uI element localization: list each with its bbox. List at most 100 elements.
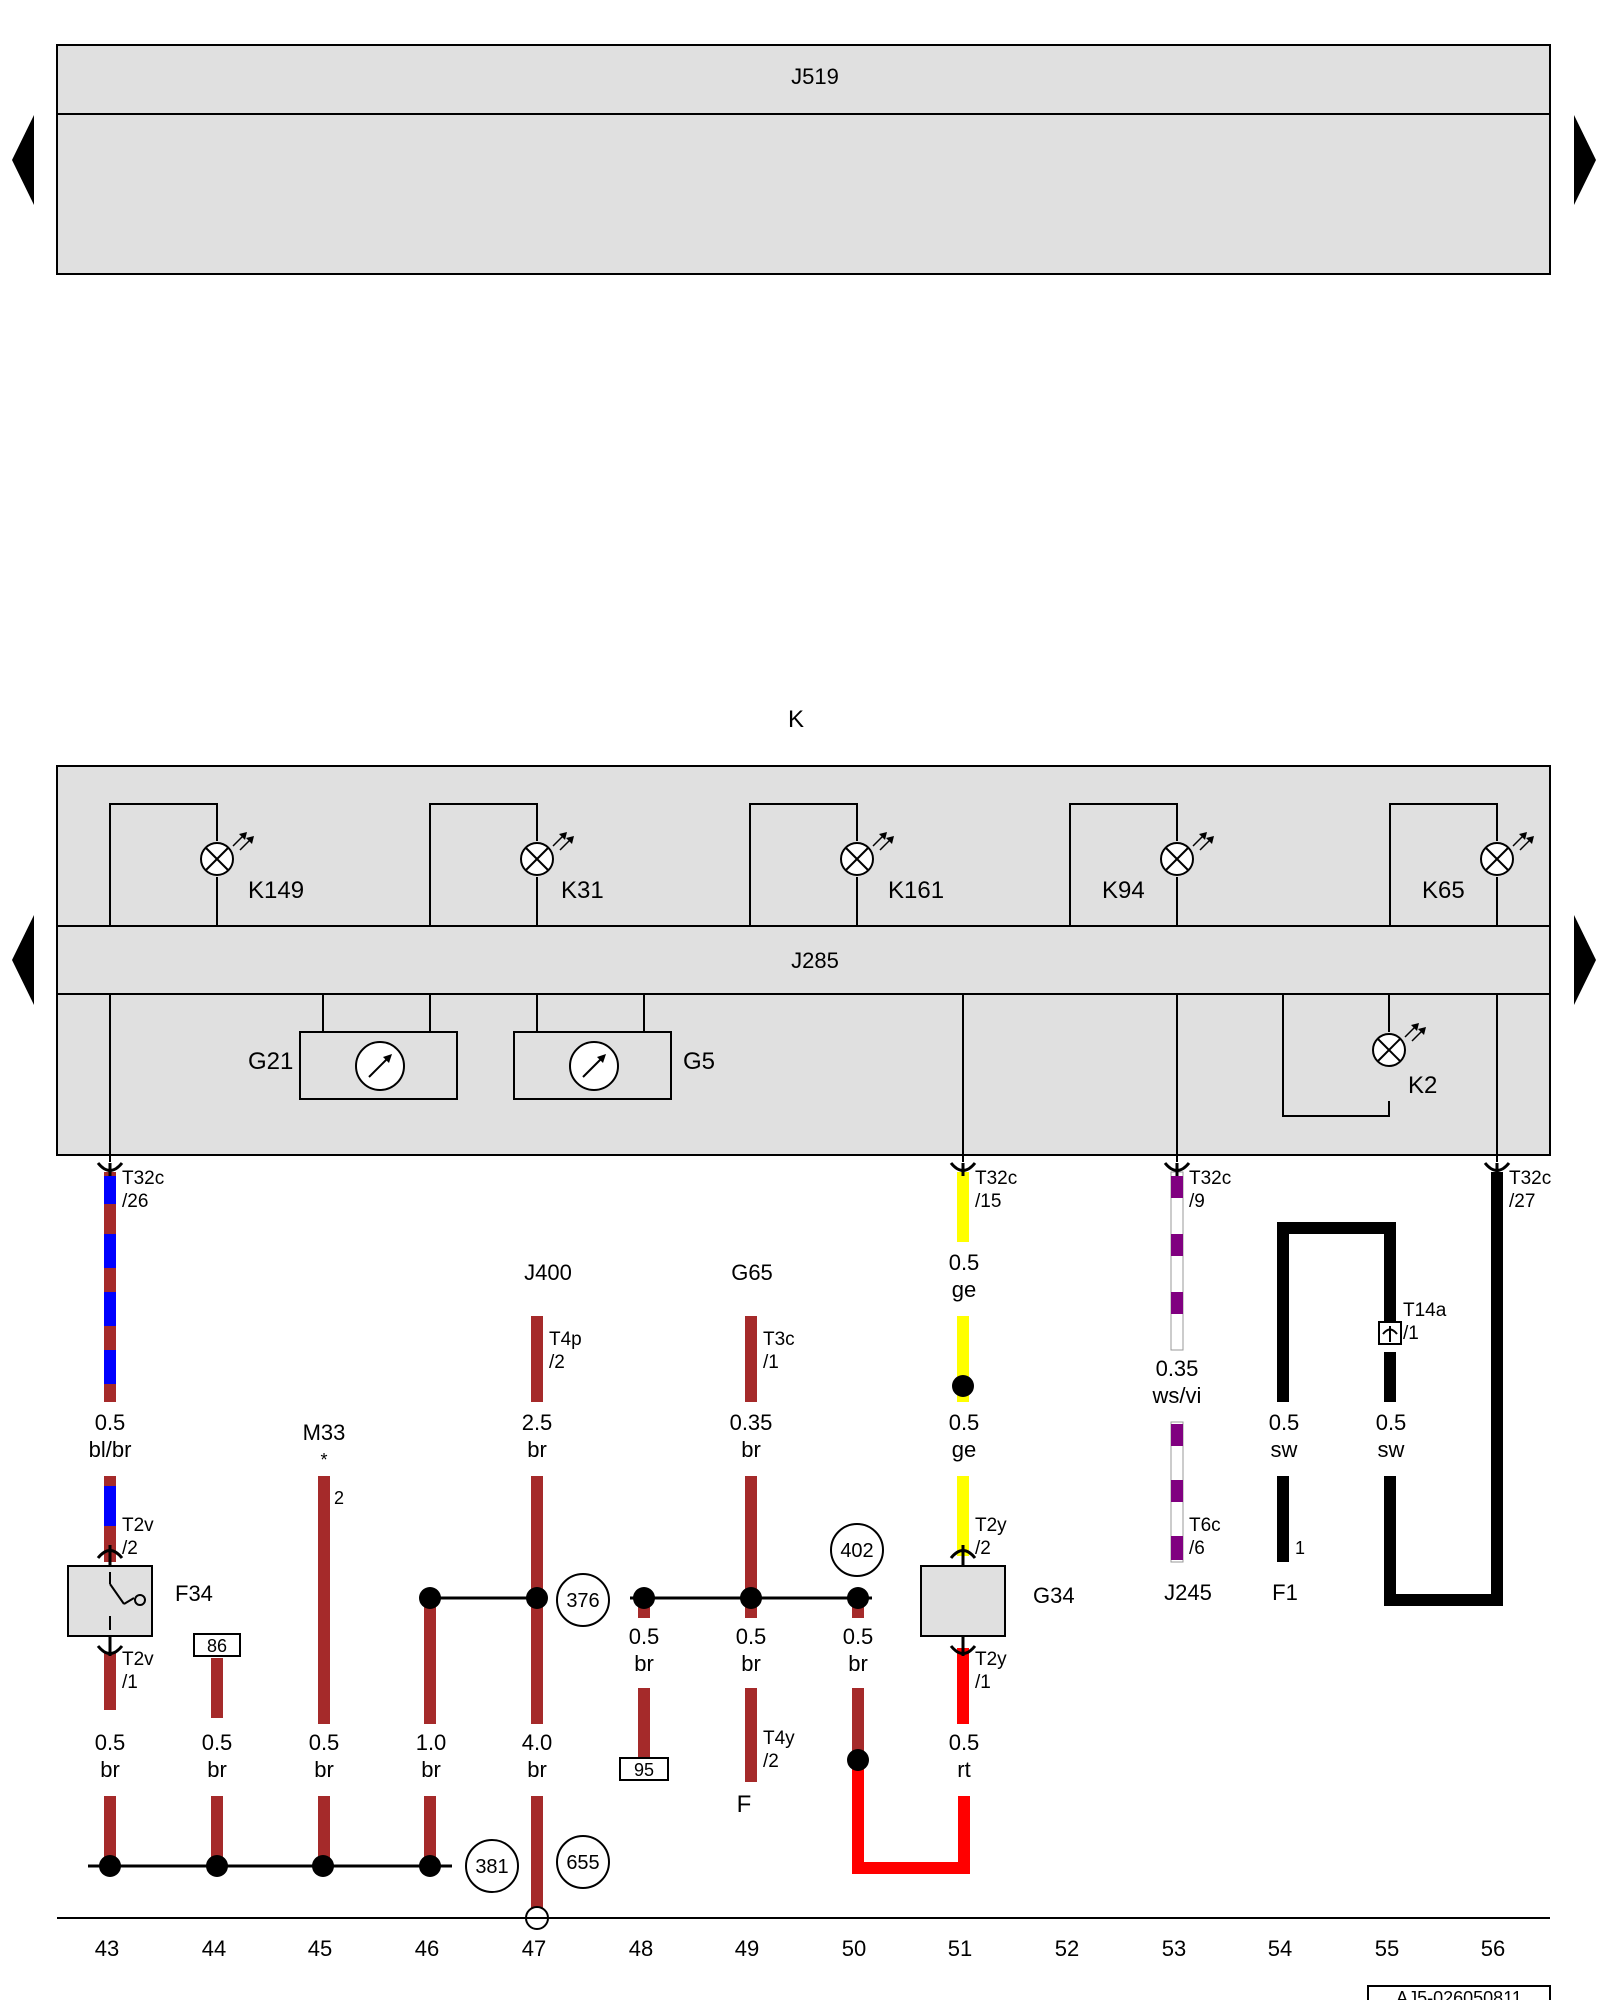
wire-46-top <box>424 1598 436 1724</box>
component-f-label: F <box>737 1791 752 1818</box>
component-f1-pin: 1 <box>1295 1538 1305 1558</box>
wire-47b-color: br <box>527 1757 547 1782</box>
wire-54-55-black-loop <box>1277 1222 1396 1562</box>
internal-leads <box>109 994 1498 1162</box>
track-number: 43 <box>95 1936 119 1961</box>
document-id-label: AJ5-026050811 <box>1396 1988 1522 2000</box>
wire-51b-color: ge <box>952 1437 976 1462</box>
wire-45-size: 0.5 <box>309 1730 340 1755</box>
track-number: 54 <box>1268 1936 1292 1961</box>
connector-t2v-1-name: T2v <box>122 1649 154 1670</box>
gauge-label: G21 <box>248 1048 293 1075</box>
wire-46-color: br <box>421 1757 441 1782</box>
wire-45-top <box>318 1476 330 1724</box>
track-number: 49 <box>735 1936 759 1961</box>
connector-t32c-15-name: T32c <box>975 1168 1017 1189</box>
wire-47a-size: 2.5 <box>522 1410 553 1435</box>
connector-t2y-2-pin: /2 <box>975 1538 991 1559</box>
track-number: 52 <box>1055 1936 1079 1961</box>
lamp-icon <box>1480 832 1534 876</box>
warning-lamp-k65: K65 <box>1422 832 1534 904</box>
connector-t6c-6-name: T6c <box>1189 1515 1221 1536</box>
lamp-label: K31 <box>561 877 604 904</box>
connector-t32c-27-pin: /27 <box>1509 1191 1535 1212</box>
track-number: 48 <box>629 1936 653 1961</box>
wire-47a-color: br <box>527 1437 547 1462</box>
module-j519: J519 <box>56 44 1551 275</box>
component-m33-label: M33 <box>303 1420 346 1445</box>
lamp-label: K161 <box>888 877 944 904</box>
bus-j285-label: J285 <box>791 948 839 973</box>
wire-44-size: 0.5 <box>202 1730 233 1755</box>
relay-marker-label: 86 <box>207 1636 227 1656</box>
wire-51-yellow-a <box>957 1172 969 1242</box>
page-next-arrow-top[interactable] <box>1574 115 1596 205</box>
track-number: 56 <box>1481 1936 1505 1961</box>
connector-t32c-9-pin: /9 <box>1189 1191 1205 1212</box>
connector-t3c-1-name: T3c <box>763 1329 795 1350</box>
connector-t4y-2-pin: /2 <box>763 1751 779 1772</box>
ground-point-label: 381 <box>475 1856 508 1878</box>
lamp-boxes <box>109 803 1498 1117</box>
wire-49b-size: 0.5 <box>736 1624 767 1649</box>
instrument-cluster-housing: J285 <box>56 765 1551 1156</box>
wire-labels: 0.5 bl/br 0.5 ge 0.5 ge 0.35 ws/vi 0.5 s… <box>89 1250 1407 1782</box>
connector-t2v-2-name: T2v <box>122 1515 154 1536</box>
lamp-icon <box>200 832 254 876</box>
wire-48-size: 0.5 <box>629 1624 660 1649</box>
lamp-icon <box>520 832 574 876</box>
page-prev-arrow-cluster[interactable] <box>12 915 34 1005</box>
ground-point-381: 381 <box>465 1839 519 1893</box>
wire-50-color: br <box>848 1651 868 1676</box>
component-m33-star: * <box>320 1450 327 1470</box>
component-m33-pin: 2 <box>334 1488 344 1508</box>
ground-point-label: 376 <box>566 1590 599 1612</box>
ground-point-402: 402 <box>830 1523 884 1577</box>
wire-53-white-violet <box>1170 1171 1184 1563</box>
wire-43a-color: bl/br <box>89 1437 132 1462</box>
warning-lamp-k94: K94 <box>1102 832 1214 904</box>
track-number: 55 <box>1375 1936 1399 1961</box>
component-g65-label: G65 <box>731 1260 773 1285</box>
connector-t32c-27-name: T32c <box>1509 1168 1551 1189</box>
page-next-arrow-cluster[interactable] <box>1574 915 1596 1005</box>
track-number: 46 <box>415 1936 439 1961</box>
wire-50-brown <box>852 1688 864 1762</box>
connector-labels: T32c /26 T32c /15 T32c /9 T32c /27 T4p /… <box>122 1168 1551 1772</box>
gauge-needle-icon <box>569 1041 619 1091</box>
connector-t32c-26-pin: /26 <box>122 1191 148 1212</box>
lamp-icon <box>840 832 894 876</box>
ground-point-label: 402 <box>840 1540 873 1562</box>
wire-50-51-red-loop <box>852 1760 970 1874</box>
wire-47-bottom <box>531 1796 543 1918</box>
lamp-label: K65 <box>1422 877 1465 904</box>
wire-44-top <box>211 1658 223 1718</box>
wire-53-color: ws/vi <box>1152 1383 1202 1408</box>
component-labels: J400 G65 M33 * 2 J245 F1 1 F <box>303 1260 1305 1818</box>
junction-dots <box>99 1375 974 1877</box>
cluster-title: K <box>788 706 804 733</box>
wire-43b-size: 0.5 <box>95 1730 126 1755</box>
wire-51-yellow-c <box>957 1476 969 1556</box>
connector-t14a-1-name: T14a <box>1403 1300 1447 1321</box>
page-prev-arrow-top[interactable] <box>12 115 34 205</box>
component-f1-label: F1 <box>1272 1580 1298 1605</box>
wire-44-color: br <box>207 1757 227 1782</box>
lamp-icon <box>1160 832 1214 876</box>
track-number: 53 <box>1162 1936 1186 1961</box>
ground-point-655: 655 <box>556 1835 610 1889</box>
wire-43-brown-top <box>104 1652 116 1710</box>
wire-49b-color: br <box>741 1651 761 1676</box>
warning-lamp-k149: K149 <box>200 832 304 904</box>
wire-43-brown-bottom <box>104 1796 116 1872</box>
ground-point-376: 376 <box>556 1573 610 1627</box>
wire-51a-color: ge <box>952 1277 976 1302</box>
connector-t2v-1-pin: /1 <box>122 1672 138 1693</box>
ground-point-label: 655 <box>566 1852 599 1874</box>
wire-43b-color: br <box>100 1757 120 1782</box>
gauge-g21: G21 <box>248 994 458 1100</box>
component-j400-label: J400 <box>524 1260 572 1285</box>
wire-43a-size: 0.5 <box>95 1410 126 1435</box>
wire-54-size: 0.5 <box>1269 1410 1300 1435</box>
